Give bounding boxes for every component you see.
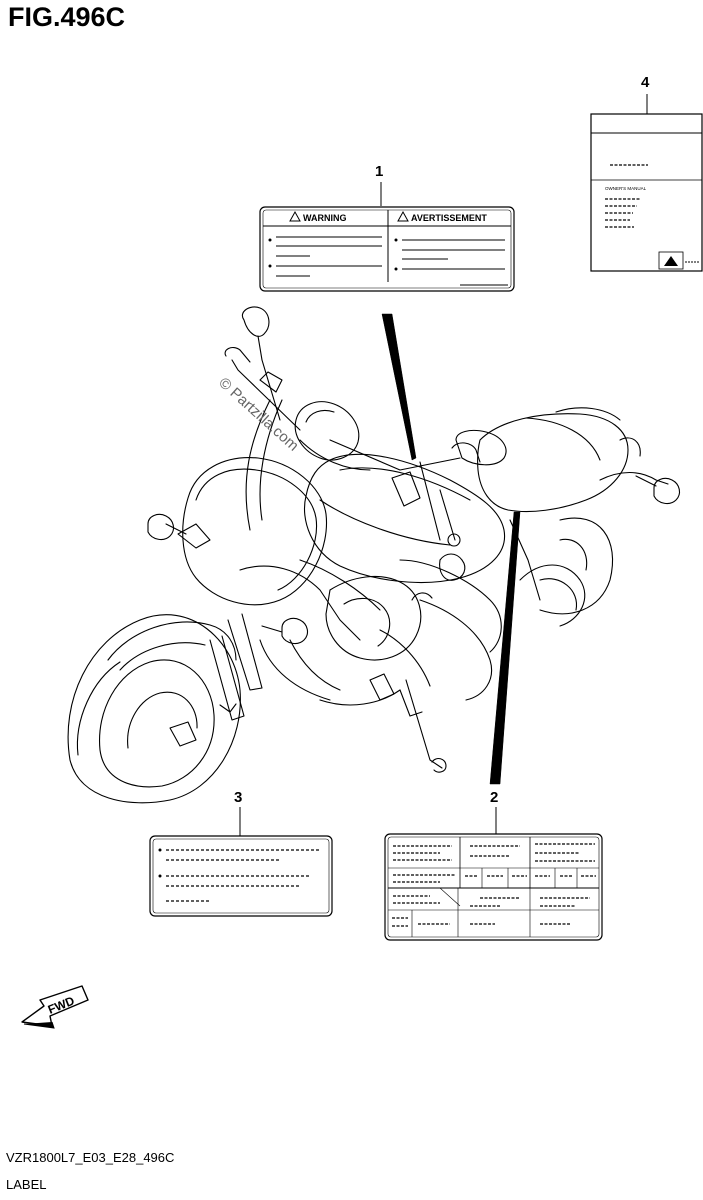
part-4-owners-manual[interactable]: OWNER'S MANUAL — [590, 94, 703, 272]
avertissement-heading: AVERTISSEMENT — [411, 213, 487, 223]
figure-title: FIG.496C — [8, 2, 126, 32]
leader-line-2 — [489, 511, 521, 785]
callout-3[interactable]: 3 — [234, 789, 243, 806]
callout-1[interactable]: 1 — [375, 163, 384, 180]
callout-4[interactable]: 4 — [641, 74, 650, 91]
manual-cover-text: OWNER'S MANUAL — [605, 186, 647, 191]
manual-symbol-icon — [664, 256, 678, 266]
watermark-text: © Partzilla.com — [215, 374, 301, 454]
warning-triangle-icon — [397, 210, 409, 222]
part-3-label[interactable] — [149, 807, 333, 917]
part-1-warning-label[interactable]: WARNING AVERTISSEMENT — [259, 182, 515, 292]
callout-2[interactable]: 2 — [490, 789, 499, 806]
warning-triangle-icon — [289, 210, 301, 222]
figure-name: LABEL — [6, 1177, 47, 1192]
figure-code: VZR1800L7_E03_E28_496C — [6, 1150, 175, 1165]
motorcycle-illustration: © Partzilla.com — [67, 306, 681, 804]
forward-arrow-icon: FWD — [21, 985, 89, 1029]
part-2-label[interactable] — [384, 807, 603, 941]
warning-heading: WARNING — [303, 213, 347, 223]
leader-line-1 — [381, 313, 417, 461]
